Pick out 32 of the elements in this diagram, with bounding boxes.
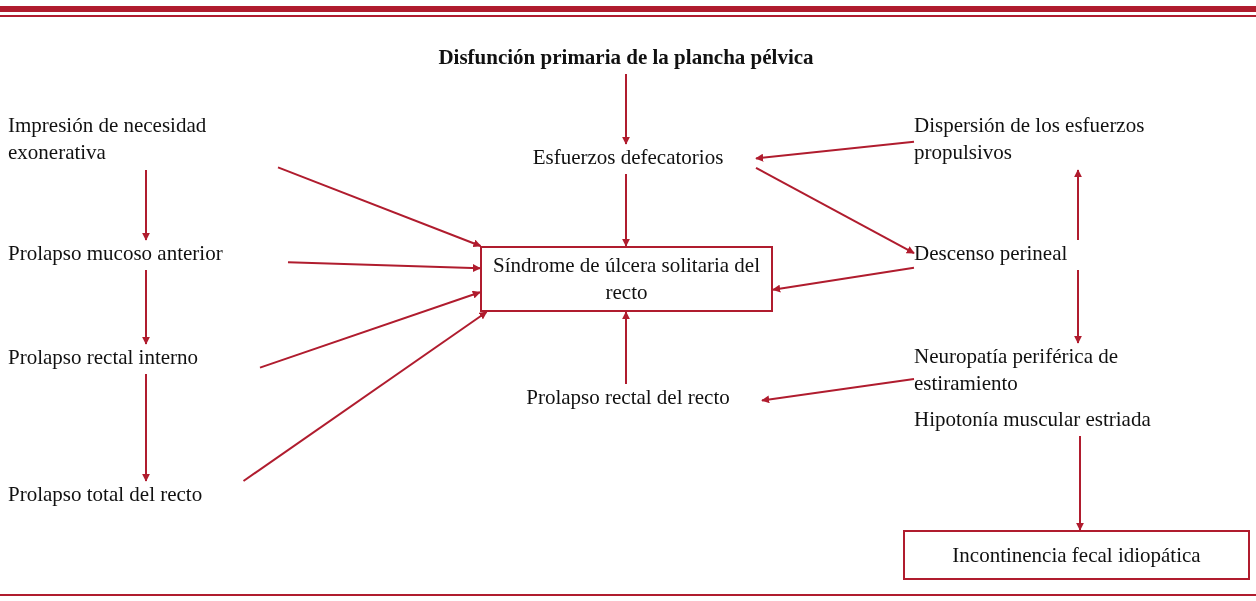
node-label: Prolapso mucoso anterior — [8, 240, 224, 267]
arrow — [755, 166, 915, 255]
arrow — [755, 140, 915, 162]
node-label: Dispersión de los esfuerzos propulsivos — [914, 112, 1146, 166]
node-label: Descenso perineal — [914, 240, 1069, 267]
node-label: Neuropatía periférica de estiramiento — [914, 343, 1120, 397]
node-label: Síndrome de úlcera solitaria del recto — [491, 252, 762, 306]
node-label: Prolapso rectal del recto — [525, 384, 731, 411]
arrow — [772, 266, 915, 293]
arrow — [1074, 169, 1082, 241]
arrow — [1074, 269, 1082, 344]
node-label: Esfuerzos defecatorios — [531, 144, 725, 171]
arrow — [761, 377, 915, 404]
arrow — [622, 173, 630, 247]
arrow — [287, 261, 481, 273]
arrow — [622, 311, 630, 385]
node-label: Prolapso rectal interno — [8, 344, 200, 371]
node-label: Prolapso total del recto — [8, 481, 204, 508]
node-label: Hipotonía muscular estriada — [914, 406, 1152, 433]
arrow — [142, 269, 150, 345]
arrow — [142, 169, 150, 241]
arrow — [1076, 435, 1084, 531]
process-box — [480, 246, 773, 312]
arrow — [142, 373, 150, 482]
heading-label: Disfunción primaria de la plancha pélvica — [437, 44, 815, 71]
arrow — [622, 73, 630, 145]
arrow — [259, 290, 481, 369]
node-label: Incontinencia fecal idiopática — [952, 541, 1201, 569]
process-box — [903, 530, 1250, 580]
arrow — [242, 311, 488, 482]
arrow — [277, 166, 482, 248]
node-label: Impresión de necesidad exonerativa — [8, 112, 208, 166]
